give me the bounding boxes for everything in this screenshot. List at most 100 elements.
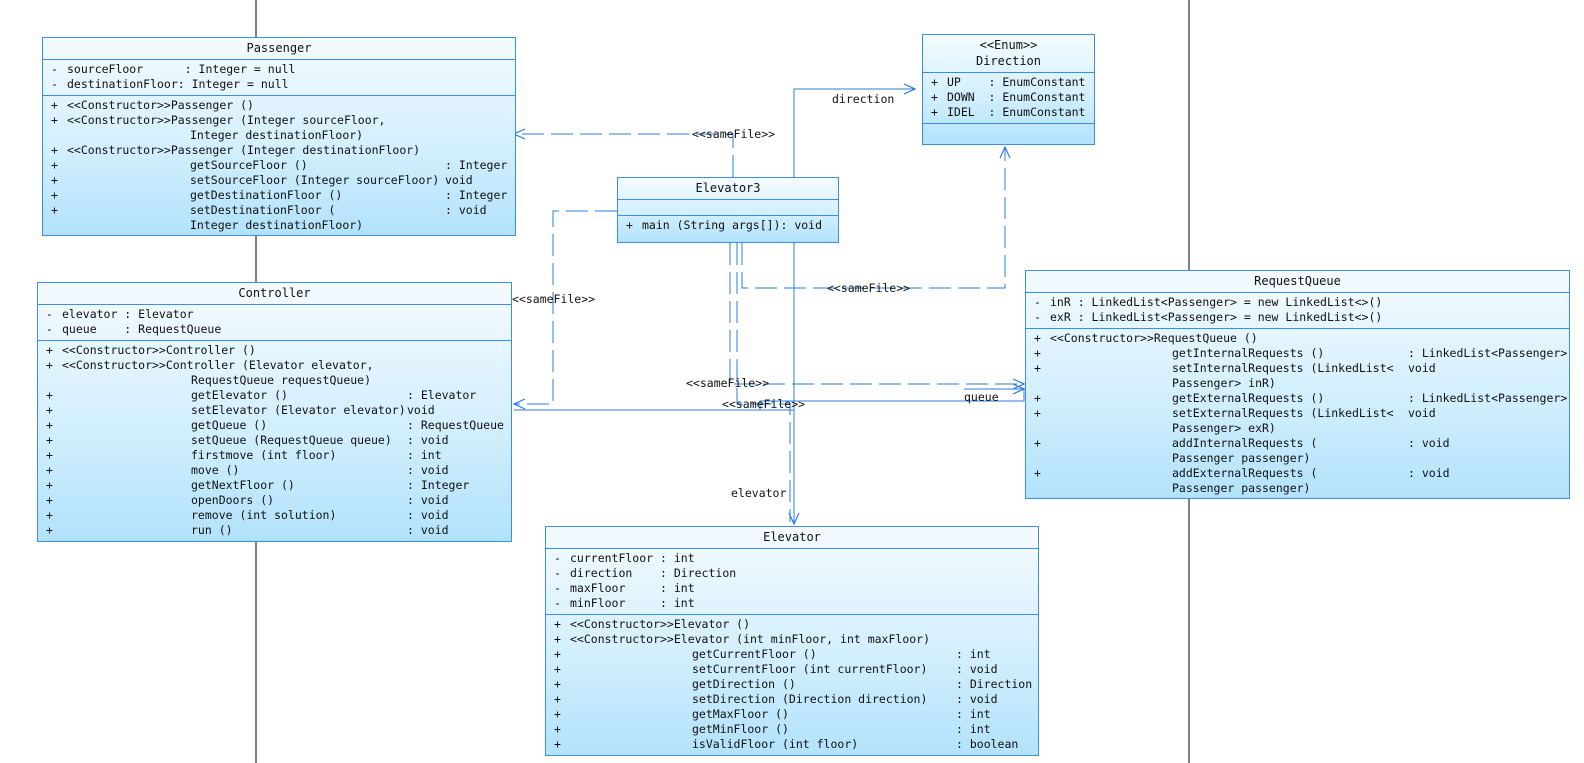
visibility: +	[554, 692, 561, 706]
operation-row: +setSourceFloor (Integer sourceFloor)voi…	[43, 173, 515, 188]
operation-row: +getQueue (): RequestQueue	[38, 418, 511, 433]
attributes-section: -inR : LinkedList<Passenger> = new Linke…	[1026, 293, 1569, 329]
visibility: +	[46, 523, 53, 537]
label-elevator: elevator	[731, 486, 786, 500]
member-signature: getInternalRequests ()	[1172, 346, 1325, 360]
member-type: : void	[445, 203, 487, 217]
member-text: <<Constructor>>Elevator (int minFloor, i…	[570, 632, 931, 646]
dependency-passenger	[514, 134, 734, 177]
operation-row: +setInternalRequests (LinkedList<void	[1026, 361, 1569, 376]
label-samefile-controller-2: <<sameFile>>	[722, 397, 805, 411]
visibility: +	[46, 358, 53, 372]
member-signature: getElevator ()	[191, 388, 288, 402]
class-header: Elevator3	[618, 178, 838, 200]
class-header: Controller	[38, 283, 511, 305]
class-elevator3[interactable]: Elevator3 +main (String args[]): void	[617, 177, 839, 243]
operations-section: +main (String args[]): void	[618, 216, 838, 236]
label-samefile-controller: <<sameFile>>	[512, 292, 595, 306]
dependency-elevator	[736, 243, 791, 522]
operation-row: +addInternalRequests (: void	[1026, 436, 1569, 451]
class-elevator[interactable]: Elevator-currentFloor : int-direction : …	[545, 526, 1039, 756]
visibility: +	[554, 617, 561, 631]
operation-row: +getSourceFloor (): Integer	[43, 158, 515, 173]
member-text: exR : LinkedList<Passenger> = new Linked…	[1050, 310, 1383, 324]
visibility: +	[554, 632, 561, 646]
operation-row: +remove (int solution): void	[38, 508, 511, 523]
operation-row: + <<Constructor>>Passenger (Integer sourc…	[43, 113, 515, 128]
member-text: <<Constructor>>Passenger (Integer source…	[67, 113, 386, 127]
association-direction	[793, 89, 915, 177]
member-signature: isValidFloor (int floor)	[692, 737, 859, 751]
member-type: : void	[956, 692, 998, 706]
visibility: +	[51, 173, 58, 187]
operation-row: + <<Constructor>>Elevator (int minFloor, …	[546, 632, 1038, 647]
label-queue: queue	[964, 390, 999, 404]
member-text: <<Constructor>>Controller (Elevator elev…	[62, 358, 374, 372]
visibility: -	[46, 322, 53, 336]
operation-row: +<<Constructor>>RequestQueue ()	[1026, 331, 1569, 346]
visibility: +	[1034, 346, 1041, 360]
class-header: Passenger	[43, 38, 515, 60]
operation-row: +setDirection (Direction direction): voi…	[546, 692, 1038, 707]
visibility: -	[46, 307, 53, 321]
member-text: main (String args[]): void	[642, 218, 823, 232]
visibility: +	[51, 113, 58, 127]
class-direction[interactable]: <<Enum>>Direction+UP : EnumConstant+DOWN…	[922, 34, 1095, 145]
member-type: : int	[956, 722, 991, 736]
member-type: : LinkedList<Passenger>	[1408, 391, 1568, 405]
visibility: +	[46, 448, 53, 462]
attributes-section: +UP : EnumConstant+DOWN : EnumConstant+I…	[923, 73, 1094, 124]
visibility: +	[46, 343, 53, 357]
member-signature: Integer destinationFloor)	[190, 128, 364, 142]
member-signature: RequestQueue requestQueue)	[191, 373, 372, 387]
visibility: +	[931, 90, 938, 104]
member-text: <<Constructor>>Passenger (Integer destin…	[67, 143, 421, 157]
operation-row: +getElevator (): Elevator	[38, 388, 511, 403]
visibility: +	[46, 403, 53, 417]
member-type: : int	[407, 448, 442, 462]
member-type: : Integer	[445, 158, 508, 172]
visibility: +	[554, 722, 561, 736]
member-text: <<Constructor>>Passenger ()	[67, 98, 254, 112]
label-direction: direction	[832, 92, 894, 106]
visibility: +	[554, 707, 561, 721]
member-signature: addInternalRequests (	[1172, 436, 1318, 450]
member-signature: Passenger passenger)	[1172, 451, 1311, 465]
operation-row: +<<Constructor>>Passenger (Integer desti…	[43, 143, 515, 158]
visibility: +	[51, 98, 58, 112]
label-samefile-passenger: <<sameFile>>	[692, 127, 775, 141]
visibility: -	[554, 581, 561, 595]
member-text: <<Constructor>>Controller ()	[62, 343, 256, 357]
class-passenger[interactable]: Passenger-sourceFloor : Integer = null-d…	[42, 37, 516, 236]
attribute-row: -destinationFloor: Integer = null	[43, 77, 515, 92]
member-type: : Elevator	[407, 388, 477, 402]
attribute-row: -queue : RequestQueue	[38, 322, 511, 337]
visibility: -	[554, 551, 561, 565]
visibility: +	[554, 647, 561, 661]
member-signature: openDoors ()	[191, 493, 275, 507]
dependency-requestqueue	[729, 243, 1024, 384]
member-signature: remove (int solution)	[191, 508, 337, 522]
operations-section: +<<Constructor>>Passenger ()+<<Construct…	[43, 96, 515, 236]
operation-row: +setCurrentFloor (int currentFloor): voi…	[546, 662, 1038, 677]
member-signature: setQueue (RequestQueue queue)	[191, 433, 392, 447]
member-signature: firstmove (int floor)	[191, 448, 337, 462]
operation-row: +setElevator (Elevator elevator)void	[38, 403, 511, 418]
member-type: : void	[1408, 436, 1450, 450]
visibility: +	[46, 418, 53, 432]
class-controller[interactable]: Controller-elevator : Elevator-queue : R…	[37, 282, 512, 542]
member-type: : void	[407, 493, 449, 507]
member-signature: setElevator (Elevator elevator)	[191, 403, 406, 417]
member-type: : int	[956, 647, 991, 661]
class-requestqueue[interactable]: RequestQueue-inR : LinkedList<Passenger>…	[1025, 270, 1570, 499]
member-signature: run ()	[191, 523, 233, 537]
attributes-section: -elevator : Elevator-queue : RequestQueu…	[38, 305, 511, 341]
attributes-section: -currentFloor : int-direction : Directio…	[546, 549, 1038, 615]
visibility: +	[46, 493, 53, 507]
member-type: : int	[956, 707, 991, 721]
visibility: +	[46, 508, 53, 522]
visibility: -	[1034, 310, 1041, 324]
attribute-row: -direction : Direction	[546, 566, 1038, 581]
member-type: : void	[407, 463, 449, 477]
